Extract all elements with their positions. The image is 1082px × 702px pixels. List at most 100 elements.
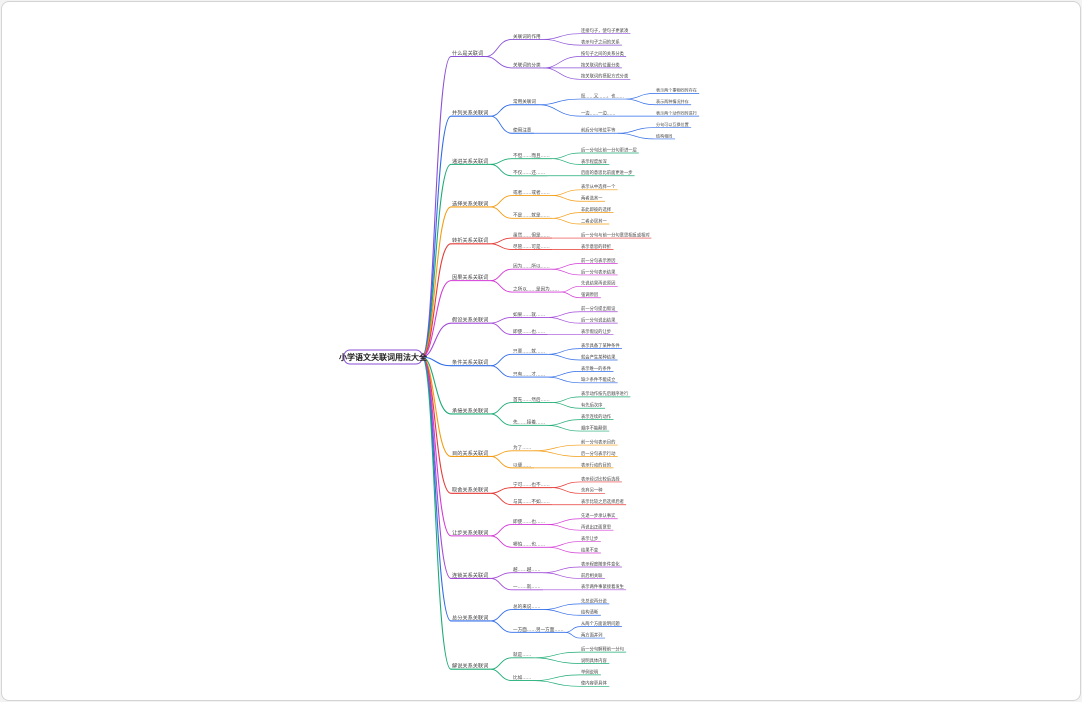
mindmap-node-level4[interactable]: 结构相同 <box>656 132 672 138</box>
mindmap-node-level1[interactable]: 选择关系关联词 <box>452 199 488 207</box>
mindmap-node-level2[interactable]: 与其……不如…… <box>513 498 550 505</box>
mindmap-node-level2[interactable]: 即使……也…… <box>513 328 546 335</box>
mindmap-node-level2[interactable]: 先……接着…… <box>513 419 546 426</box>
mindmap-node-level3[interactable]: 前后相关联 <box>581 572 603 579</box>
mindmap-node-level3[interactable]: 舍弃另一种 <box>581 487 603 494</box>
mindmap-node-level3[interactable]: 表示让步 <box>581 535 599 542</box>
mindmap-node-level1[interactable]: 连锁关系关联词 <box>452 571 488 579</box>
mindmap-node-level3[interactable]: 后一分句解释前一分句 <box>581 646 624 653</box>
mindmap-node-level2[interactable]: 只要……就…… <box>513 348 546 355</box>
mindmap-node-level3[interactable]: 后一分句表示结果 <box>581 268 616 275</box>
mindmap-node-level2[interactable]: 如果……就…… <box>513 311 546 318</box>
mindmap-node-level2[interactable]: 不仅……还…… <box>513 169 546 176</box>
mindmap-node-level2[interactable]: 之所以……是因为…… <box>513 285 559 292</box>
mindmap-node-level3[interactable]: 就会产生某种结果 <box>581 353 616 360</box>
mindmap-node-level3[interactable]: 表示动作按先后顺序进行 <box>581 390 629 397</box>
mindmap-node-level1[interactable]: 解说关系关联词 <box>452 662 488 670</box>
mindmap-node-level1[interactable]: 取舍关系关联词 <box>452 486 488 494</box>
mindmap-node-level3[interactable]: 表示唯一的条件 <box>581 365 612 372</box>
mindmap-node-level3[interactable]: 后一分句说出结果 <box>581 317 616 324</box>
mindmap-node-level3[interactable]: 后面的意思比前面更进一步 <box>581 169 633 176</box>
mindmap-node-level2[interactable]: 不但……而且…… <box>513 152 550 159</box>
mindmap-node-level3[interactable]: 表示比较之后选择后者 <box>581 498 625 505</box>
mindmap-node-level3[interactable]: 先总说再分说 <box>581 597 607 604</box>
mindmap-node-level3[interactable]: 后一分句与前一分句意思相反或相对 <box>581 231 650 238</box>
mindmap-node-level2[interactable]: 一方面……另一方面…… <box>513 626 564 633</box>
mindmap-node-level2[interactable]: 即使……也…… <box>513 518 546 525</box>
mindmap-node-level3[interactable]: 后一分句表示行动 <box>581 450 616 457</box>
mindmap-node-level2[interactable]: 就是…… <box>513 651 532 658</box>
mindmap-node-level2[interactable]: 或者……或者…… <box>513 189 550 196</box>
mindmap-node-level4[interactable]: 表示两个动作同时进行 <box>656 110 697 116</box>
mindmap-node-level3[interactable]: 举例说明 <box>581 668 598 675</box>
mindmap-node-level3[interactable]: 前一分句提出假设 <box>581 305 616 312</box>
mindmap-node-level2[interactable]: 虽然……但是…… <box>513 231 550 238</box>
mindmap-node-level3[interactable]: 一边……一边…… <box>581 110 615 117</box>
mindmap-node-level1[interactable]: 什么是关联词 <box>452 49 483 57</box>
mindmap-node-level4[interactable]: 表示两种情况并存 <box>656 98 689 104</box>
mindmap-node-level3[interactable]: 表示从中选择一个 <box>581 183 616 190</box>
mindmap-node-level2[interactable]: 比如…… <box>513 674 532 681</box>
mindmap-node-level1[interactable]: 条件关系关联词 <box>452 358 488 366</box>
mindmap-node-level3[interactable]: 说明具体内容 <box>581 657 607 664</box>
mindmap-node-level3[interactable]: 顺序不能颠倒 <box>581 424 607 431</box>
mindmap-node-level1[interactable]: 总分关系关联词 <box>452 613 488 621</box>
mindmap-node-level3[interactable]: 表示连续的动作 <box>581 413 612 420</box>
mindmap-node-level4[interactable]: 分句可以互换位置 <box>656 121 689 127</box>
mindmap-node-level2[interactable]: 关联词的作用 <box>513 33 541 40</box>
mindmap-node-level2[interactable]: 关联词的分类 <box>513 61 541 68</box>
mindmap-node-level1[interactable]: 让步关系关联词 <box>452 528 488 536</box>
mindmap-node-level3[interactable]: 有先后次序 <box>581 402 603 409</box>
mindmap-node-level1[interactable]: 承接关系关联词 <box>452 406 488 414</box>
mindmap-node-level3[interactable]: 表示经过比较后选择 <box>581 475 620 482</box>
mindmap-node-level3[interactable]: 二者必居其一 <box>581 217 607 224</box>
mindmap-node-level3[interactable]: 按句子之间的关系分类 <box>581 50 625 57</box>
mindmap-node-level2[interactable]: 为了…… <box>513 444 532 451</box>
mindmap-node-level3[interactable]: 既……又……、也…… <box>581 92 624 99</box>
mindmap-node-level2[interactable]: 越……越…… <box>513 566 541 573</box>
mindmap-node-level3[interactable]: 前一分句表示目的 <box>581 438 615 445</box>
mindmap-node-level1[interactable]: 假设关系关联词 <box>452 316 488 324</box>
mindmap-node-level3[interactable]: 前一分句表示原因 <box>581 257 615 264</box>
mindmap-node-level3[interactable]: 两者选其一 <box>581 195 603 202</box>
mindmap-node-level3[interactable]: 强调原因 <box>581 291 598 298</box>
mindmap-node-level3[interactable]: 结构清晰 <box>581 609 599 616</box>
mindmap-node-level2[interactable]: 以便…… <box>513 461 532 468</box>
mindmap-node-level3[interactable]: 表示程度随条件变化 <box>581 560 620 567</box>
mindmap-node-level2[interactable]: 不是……就是…… <box>513 212 550 219</box>
mindmap-node-level2[interactable]: 宁可……也不…… <box>513 481 550 488</box>
mindmap-node-level3[interactable]: 从两个方面说明问题 <box>581 620 620 627</box>
mindmap-node-level4[interactable]: 表示两个事物同时存在 <box>656 87 697 93</box>
mindmap-node-level1[interactable]: 目的关系关联词 <box>452 449 488 457</box>
mindmap-node-level1[interactable]: 因果关系关联词 <box>452 273 488 281</box>
mindmap-node-level3[interactable]: 表示假设的让步 <box>581 328 612 335</box>
mindmap-node-level2[interactable]: 只有……才…… <box>513 371 546 378</box>
mindmap-node-level3[interactable]: 使内容更具体 <box>581 680 607 687</box>
mindmap-node-level3[interactable]: 表示意思的转折 <box>581 243 612 250</box>
mindmap-node-level2[interactable]: 一……就…… <box>513 583 541 590</box>
mindmap-node-level2[interactable]: 因为……所以…… <box>513 263 550 270</box>
mindmap-node-level2[interactable]: 哪怕……也…… <box>513 541 546 548</box>
mindmap-node-level3[interactable]: 缺少条件不能成立 <box>581 376 616 383</box>
mindmap-node-level3[interactable]: 表示两件事紧接着发生 <box>581 583 625 590</box>
mindmap-node-level3[interactable]: 连接句子，使句子更紧凑 <box>581 27 629 34</box>
mindmap-node-level3[interactable]: 再说出正面意思 <box>581 524 612 531</box>
mindmap-node-level3[interactable]: 后一分句比前一分句更进一层 <box>581 146 638 153</box>
mindmap-node-level2[interactable]: 常用关联词 <box>513 98 536 105</box>
mindmap-node-level1[interactable]: 并列关系关联词 <box>452 109 488 117</box>
mindmap-node-level3[interactable]: 非此即彼的选择 <box>581 206 612 213</box>
mindmap-node-level3[interactable]: 按关联词的位置分类 <box>581 61 620 68</box>
mindmap-node-level3[interactable]: 表示具备了某种条件 <box>581 342 620 349</box>
mindmap-node-level2[interactable]: 首先……然后…… <box>513 396 550 403</box>
mindmap-node-level3[interactable]: 按关联词的搭配方式分类 <box>581 73 629 80</box>
mindmap-node-level3[interactable]: 两方面并列 <box>581 631 602 638</box>
mindmap-node-level3[interactable]: 表示程度加深 <box>581 158 607 165</box>
mindmap-node-level3[interactable]: 结果不变 <box>581 546 599 553</box>
mindmap-node-level2[interactable]: 尽管……可是…… <box>513 243 550 250</box>
mindmap-node-level3[interactable]: 先退一步承认事实 <box>581 512 616 519</box>
mindmap-node-level1[interactable]: 转折关系关联词 <box>452 236 488 244</box>
mindmap-node-level3[interactable]: 先说结果再说原因 <box>581 280 615 287</box>
mindmap-node-level3[interactable]: 表示句子之间的关系 <box>581 39 620 46</box>
root-node[interactable] <box>343 349 423 365</box>
mindmap-node-level1[interactable]: 递进关系关联词 <box>452 157 488 165</box>
